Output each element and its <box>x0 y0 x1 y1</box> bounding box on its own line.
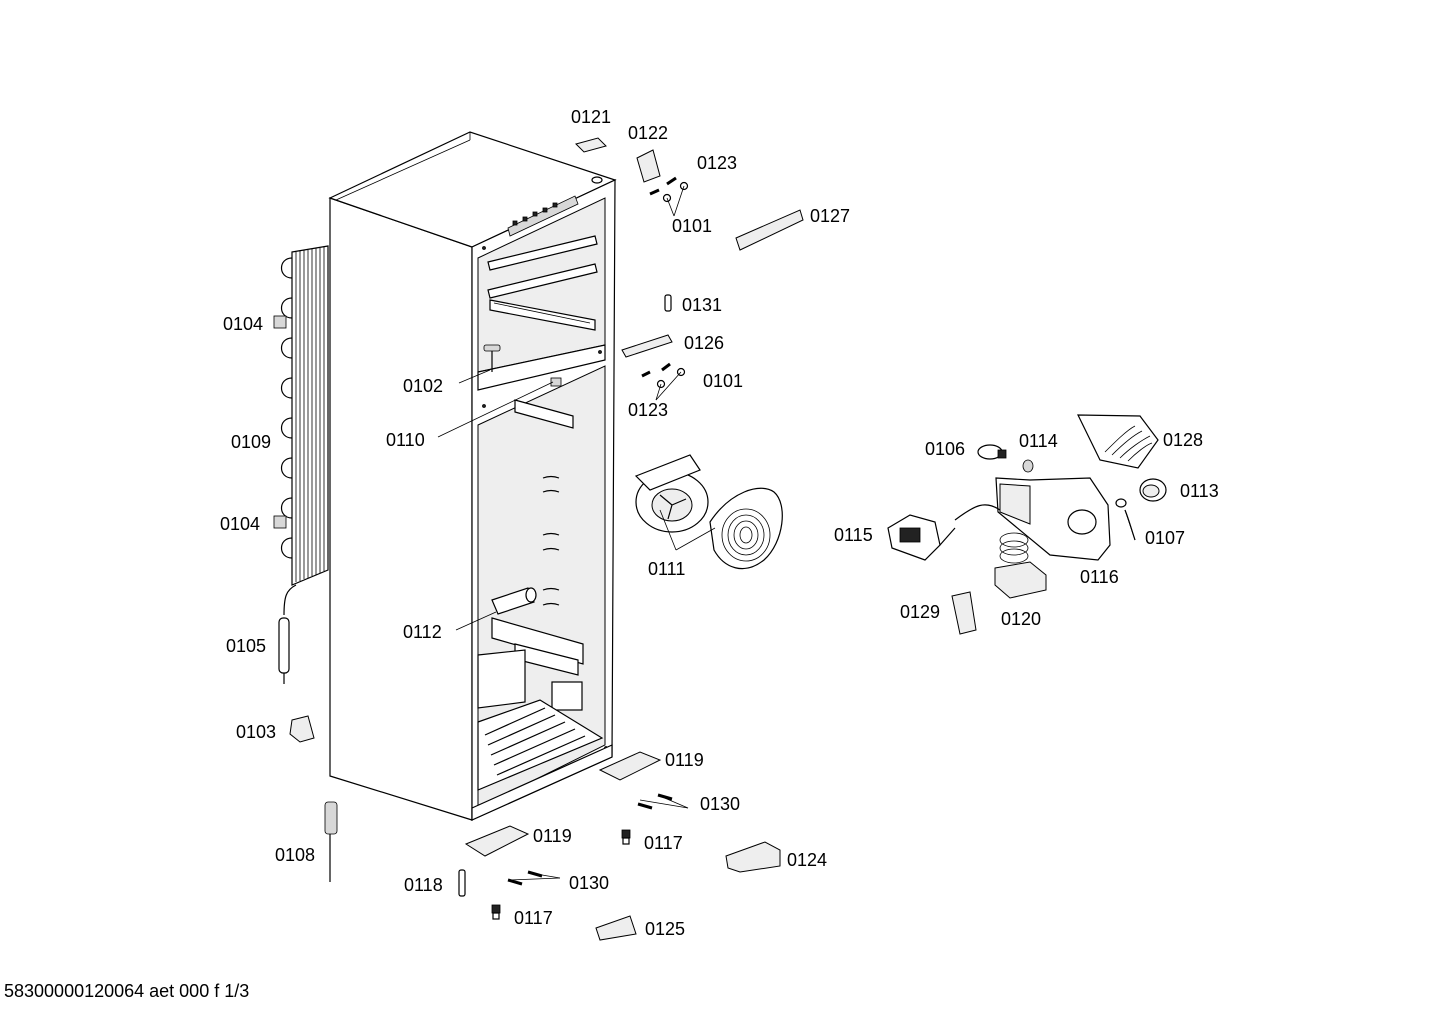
part-label-0130: 0130 <box>700 794 741 814</box>
screws-top <box>649 176 689 203</box>
part-label-0107: 0107 <box>1145 528 1186 548</box>
part-label-0117: 0117 <box>514 908 553 928</box>
part-label-0118: 0118 <box>404 875 443 895</box>
thermostat <box>954 504 1047 599</box>
bottom-hinge-left <box>464 825 530 857</box>
part-label-0125: 0125 <box>645 919 686 939</box>
part-label-0130: 0130 <box>569 873 610 893</box>
fan-assembly <box>634 454 783 570</box>
part-label-0103: 0103 <box>236 722 277 742</box>
pin-part <box>664 294 672 312</box>
part-label-0123: 0123 <box>697 153 738 173</box>
cylinder-part <box>491 587 537 615</box>
leader-lines <box>437 185 1136 881</box>
lamp-cover <box>1077 414 1159 469</box>
lamp-socket <box>887 514 956 561</box>
washer-0107 <box>1115 498 1136 541</box>
part-label-0120: 0120 <box>1001 609 1042 629</box>
part-label-0119: 0119 <box>533 826 572 846</box>
part-label-0104: 0104 <box>223 314 264 334</box>
cover-0124 <box>725 841 781 873</box>
clip-0129 <box>951 591 977 635</box>
part-label-0127: 0127 <box>810 206 851 226</box>
part-label-0104: 0104 <box>220 514 261 534</box>
part-label-0128: 0128 <box>1163 430 1204 450</box>
part-label-0106: 0106 <box>925 439 966 459</box>
part-label-0126: 0126 <box>684 333 725 353</box>
bottom-hinge-right <box>598 751 662 781</box>
bulb-holder <box>1022 459 1034 473</box>
pin-0118 <box>458 869 466 897</box>
part-label-0101: 0101 <box>703 371 744 391</box>
part-label-0109: 0109 <box>231 432 272 452</box>
screws-middle <box>641 362 686 389</box>
part-label-0110: 0110 <box>386 430 425 450</box>
part-label-0114: 0114 <box>1019 431 1058 451</box>
bracket-part <box>289 715 315 743</box>
screws-0130-left <box>507 870 543 886</box>
part-label-0122: 0122 <box>628 123 669 143</box>
refrigerator-cabinet <box>328 131 617 821</box>
cap-part <box>575 137 607 153</box>
screws-0130-right <box>637 793 673 810</box>
part-label-0117: 0117 <box>644 833 683 853</box>
part-label-0116: 0116 <box>1080 567 1119 587</box>
part-label-0108: 0108 <box>275 845 316 865</box>
part-label-0111: 0111 <box>648 559 686 579</box>
cover-0125 <box>595 915 637 941</box>
part-label-0115: 0115 <box>834 525 873 545</box>
part-label-0113: 0113 <box>1180 481 1219 501</box>
screw-0117-left <box>491 904 501 920</box>
door-seal-rod <box>324 801 338 882</box>
screw-0117-right <box>621 829 631 845</box>
control-housing <box>995 477 1111 561</box>
clip-part <box>550 377 562 387</box>
filter-dryer <box>278 617 290 684</box>
thermostat-knob <box>1139 478 1167 502</box>
part-label-0129: 0129 <box>900 602 941 622</box>
part-label-0112: 0112 <box>403 622 442 642</box>
part-label-0131: 0131 <box>682 295 723 315</box>
part-label-0105: 0105 <box>226 636 267 656</box>
probe-part <box>483 344 501 372</box>
middle-hinge <box>621 334 673 358</box>
part-label-0123: 0123 <box>628 400 669 420</box>
top-hinge <box>636 149 661 183</box>
part-label-0124: 0124 <box>787 850 828 870</box>
bulb <box>977 444 1007 460</box>
part-label-0121: 0121 <box>571 107 612 127</box>
part-label-0101: 0101 <box>672 216 713 236</box>
condenser-coil <box>273 245 329 616</box>
drawing-reference-number: 58300000120064 aet 000 f 1/3 <box>4 981 250 1001</box>
part-label-0119: 0119 <box>665 750 704 770</box>
trim-strip <box>735 209 804 251</box>
part-label-0102: 0102 <box>403 376 444 396</box>
